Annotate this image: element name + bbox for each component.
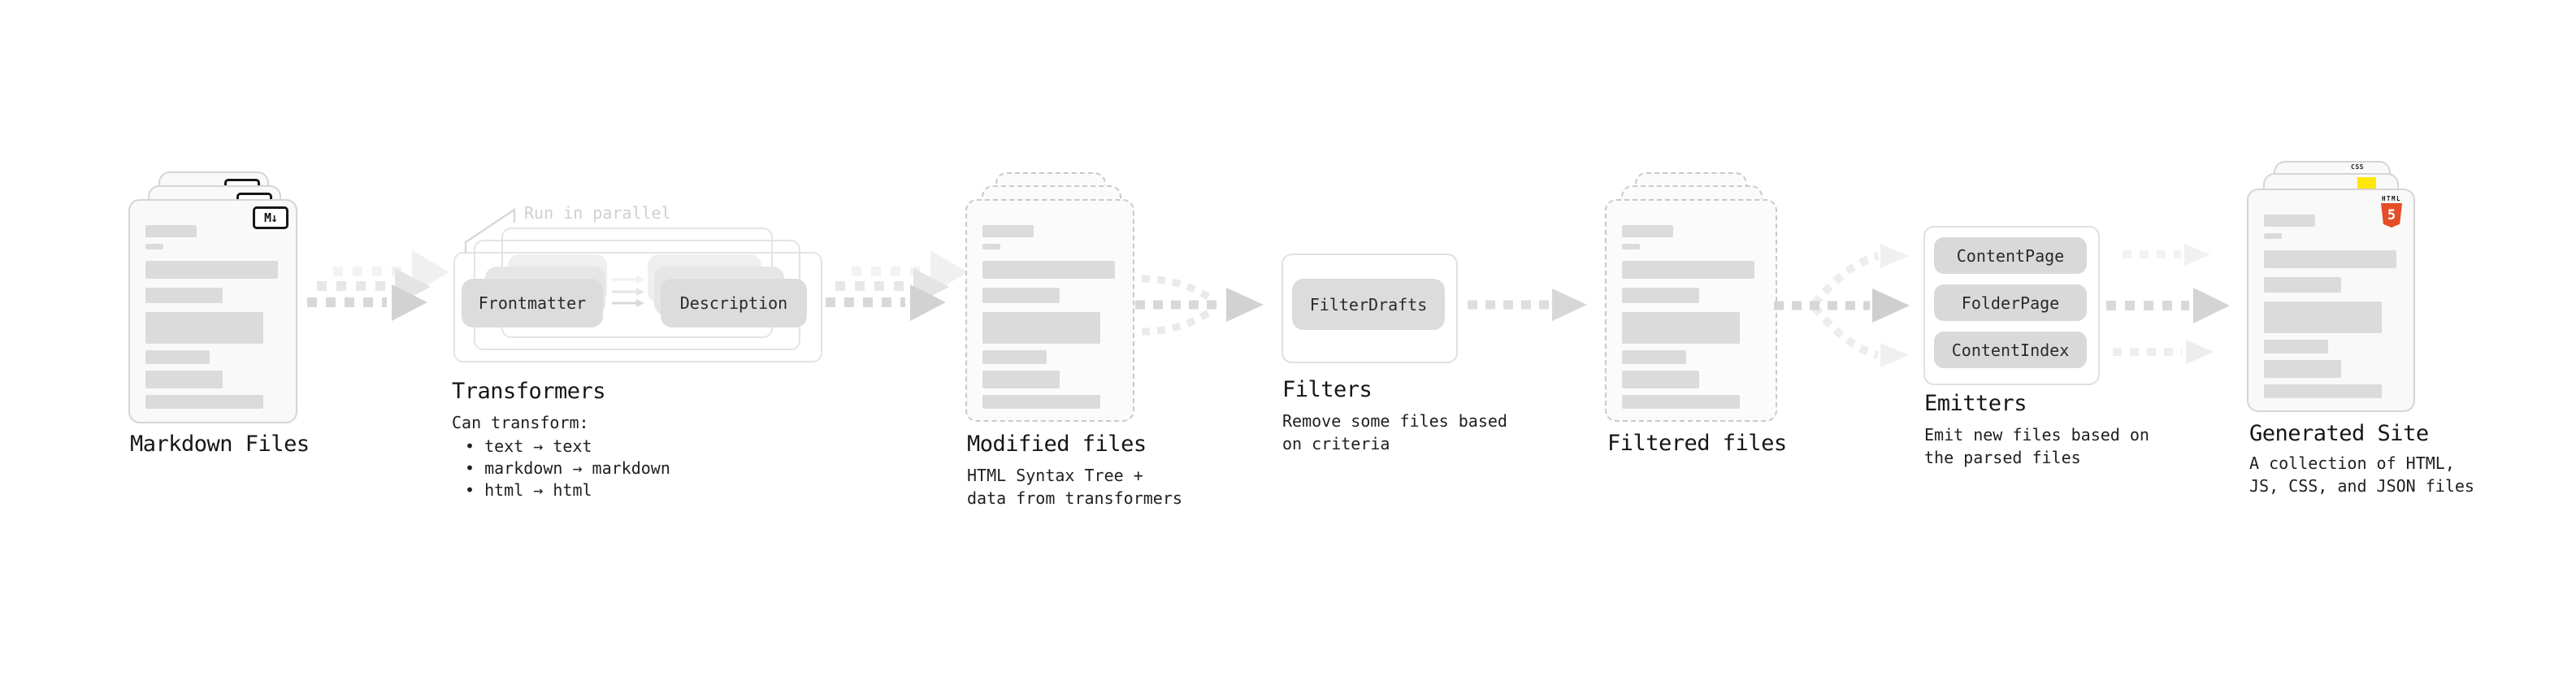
emitters-sublabel: Emit new files based on the parsed files (1924, 425, 2149, 467)
generated-site-label: Generated Site (2249, 421, 2429, 446)
emitters-label: Emitters (1924, 391, 2027, 416)
placeholder-bar (1622, 312, 1740, 344)
generated-site-sublabel: A collection of HTML, JS, CSS, and JSON … (2249, 453, 2474, 496)
filtered-file-card-front (1605, 199, 1777, 422)
generated-site-stack: CSS HTML 5 (2247, 161, 2415, 412)
placeholder-bar (982, 261, 1115, 279)
placeholder-bar (2264, 250, 2396, 268)
transformer-layer-front (453, 252, 822, 362)
arrow-filtered-to-emitters-split (1774, 244, 1910, 367)
frontmatter-box: Frontmatter (462, 279, 603, 327)
placeholder-bar (1622, 350, 1686, 364)
contentindex-box: ContentIndex (1934, 332, 2087, 368)
placeholder-bar (982, 288, 1060, 303)
placeholder-bar (982, 312, 1100, 344)
description-box: Description (661, 279, 807, 327)
placeholder-bar (145, 261, 278, 279)
arrow-transformers-to-modified (826, 250, 968, 321)
placeholder-bar (1622, 395, 1740, 409)
arrow-filters-to-filtered (1468, 288, 1587, 321)
run-in-parallel-label: Run in parallel (524, 203, 671, 223)
bullet-item: markdown → markdown (465, 458, 670, 479)
placeholder-bar (2264, 233, 2282, 239)
placeholder-bar (145, 371, 223, 388)
placeholder-bar (2264, 277, 2341, 293)
transformers-label: Transformers (452, 379, 606, 404)
bullet-item: html → html (465, 479, 670, 501)
modified-files-sublabel: HTML Syntax Tree + data from transformer… (967, 466, 1182, 508)
html-file-card: HTML 5 (2247, 189, 2415, 412)
placeholder-bar (982, 371, 1060, 388)
placeholder-bar (982, 244, 1000, 249)
markdown-files-stack: M↓ M↓ M↓ (128, 171, 297, 423)
run-in-parallel-callout-line (464, 207, 516, 254)
placeholder-bar (145, 225, 197, 237)
arrow-modified-to-filters-merge (1135, 275, 1264, 336)
placeholder-bar (145, 350, 210, 364)
placeholder-bar (982, 350, 1047, 364)
placeholder-bar (2264, 340, 2328, 354)
placeholder-bar (145, 244, 163, 249)
placeholder-bar (2264, 215, 2315, 227)
placeholder-bar (1622, 225, 1673, 237)
arrow-markdown-to-transformers (307, 250, 449, 321)
modified-file-card-front (965, 199, 1134, 422)
markdown-files-label: Markdown Files (130, 432, 310, 457)
markdown-icon: M↓ (253, 206, 288, 229)
filters-sublabel: Remove some files based on criteria (1282, 411, 1507, 453)
transformers-bullet-list: text → text markdown → markdown html → h… (465, 436, 670, 501)
html5-icon-shield: 5 (2381, 203, 2402, 228)
modified-files-stack (965, 172, 1134, 422)
parallel-arrows-icon (612, 275, 644, 307)
filters-label: Filters (1282, 377, 1373, 402)
javascript-icon (2357, 177, 2376, 189)
placeholder-bar (2264, 360, 2341, 378)
placeholder-bar (982, 395, 1100, 409)
html5-icon-label: HTML (2381, 195, 2402, 202)
filterdrafts-box: FilterDrafts (1292, 279, 1445, 330)
placeholder-bar (982, 225, 1034, 237)
placeholder-bar (145, 312, 263, 344)
html5-icon: HTML 5 (2379, 195, 2404, 228)
markdown-file-card-front: M↓ (128, 199, 297, 423)
folderpage-box: FolderPage (1934, 284, 2087, 321)
placeholder-bar (1622, 261, 1754, 279)
placeholder-bar (145, 395, 263, 409)
arrows-emitters-to-site (2106, 244, 2230, 364)
filtered-files-stack (1605, 172, 1777, 422)
placeholder-bar (1622, 371, 1699, 388)
modified-files-label: Modified files (967, 432, 1147, 457)
placeholder-bar (145, 288, 223, 303)
css-icon-label: CSS (2351, 163, 2364, 171)
placeholder-bar (2264, 301, 2382, 333)
bullet-item: text → text (465, 436, 670, 458)
placeholder-bar (1622, 244, 1640, 249)
css-icon: CSS (2348, 164, 2366, 171)
contentpage-box: ContentPage (1934, 237, 2087, 274)
filtered-files-label: Filtered files (1607, 431, 1787, 456)
placeholder-bar (1622, 288, 1699, 303)
transformers-sublabel: Can transform: (452, 413, 589, 432)
placeholder-bar (2264, 384, 2382, 398)
